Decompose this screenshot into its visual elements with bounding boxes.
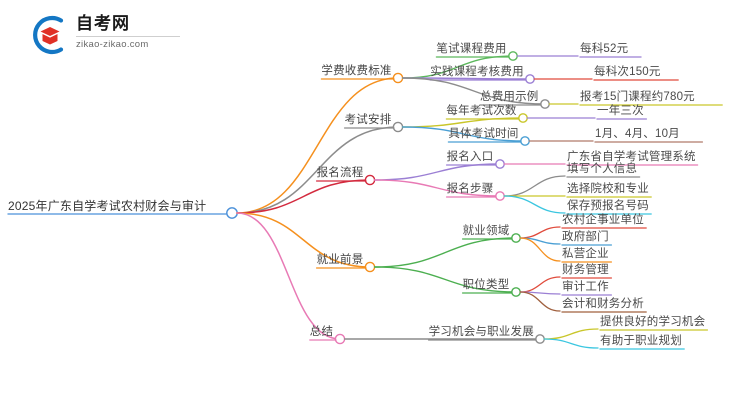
leaf-node-3-0-2[interactable]: 私营企业 xyxy=(562,248,609,260)
sub-node-0-1[interactable]: 实践课程考核费用 xyxy=(430,66,524,78)
leaf-node-1-1-0[interactable]: 1月、4月、10月 xyxy=(595,128,680,140)
sub-node-0-2[interactable]: 总费用示例 xyxy=(480,91,539,103)
logo-text-block: 自考网 zikao-zikao.com xyxy=(76,14,186,51)
logo-divider xyxy=(76,36,180,37)
leaf-node-4-0-1[interactable]: 有助于职业规划 xyxy=(600,335,682,347)
site-logo[interactable]: 自考网 zikao-zikao.com xyxy=(28,10,188,60)
leaf-node-3-1-2[interactable]: 会计和财务分析 xyxy=(562,298,644,310)
sub-node-4-0[interactable]: 学习机会与职业发展 xyxy=(428,326,534,338)
leaf-node-0-0-0[interactable]: 每科52元 xyxy=(580,43,629,55)
leaf-node-0-2-0[interactable]: 报考15门课程约780元 xyxy=(580,91,695,103)
branch-node-0[interactable]: 学费收费标准 xyxy=(321,65,392,77)
branch-node-4[interactable]: 总结 xyxy=(309,326,334,338)
zikao-logo-icon xyxy=(33,15,64,55)
leaf-node-2-1-0[interactable]: 填写个人信息 xyxy=(567,163,638,175)
sub-node-2-1[interactable]: 报名步骤 xyxy=(446,183,494,195)
sub-node-0-0[interactable]: 笔试课程费用 xyxy=(436,43,507,55)
sub-node-3-0[interactable]: 就业领域 xyxy=(462,225,510,237)
leaf-node-3-0-1[interactable]: 政府部门 xyxy=(562,231,609,243)
leaf-node-3-0-0[interactable]: 农村企事业单位 xyxy=(562,214,644,226)
logo-subtitle: zikao-zikao.com xyxy=(76,39,149,50)
leaf-node-2-0-0[interactable]: 广东省自学考试管理系统 xyxy=(567,151,696,163)
branch-node-1[interactable]: 考试安排 xyxy=(344,114,392,126)
branch-node-3[interactable]: 就业前景 xyxy=(316,254,364,266)
sub-node-1-1[interactable]: 具体考试时间 xyxy=(448,128,519,140)
leaf-node-3-1-1[interactable]: 审计工作 xyxy=(562,281,609,293)
leaf-node-3-1-0[interactable]: 财务管理 xyxy=(562,264,609,276)
leaf-node-2-1-1[interactable]: 选择院校和专业 xyxy=(567,183,649,195)
logo-title: 自考网 xyxy=(76,14,130,33)
leaf-node-4-0-0[interactable]: 提供良好的学习机会 xyxy=(600,316,706,328)
sub-node-2-0[interactable]: 报名入口 xyxy=(446,151,494,163)
branch-node-2[interactable]: 报名流程 xyxy=(316,167,364,179)
mindmap-root-node[interactable]: 2025年广东自学考试农村财会与审计 xyxy=(8,199,207,213)
sub-node-1-0[interactable]: 每年考试次数 xyxy=(446,105,517,117)
sub-node-3-1[interactable]: 职位类型 xyxy=(462,279,510,291)
leaf-node-1-0-0[interactable]: 一年三次 xyxy=(597,105,644,117)
leaf-node-0-1-0[interactable]: 每科次150元 xyxy=(594,66,661,78)
leaf-node-2-1-2[interactable]: 保存预报名号码 xyxy=(567,200,649,212)
